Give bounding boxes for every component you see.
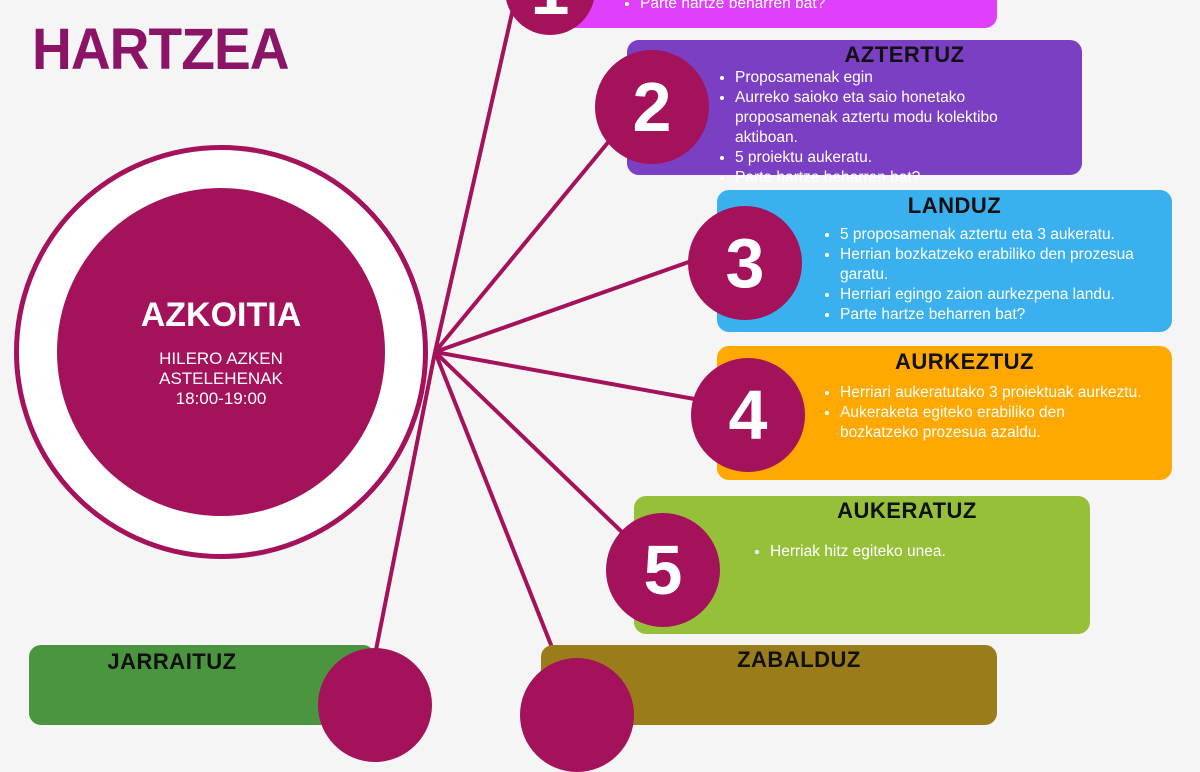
connector-line-4 [434,350,701,402]
step-title-4: AURKEZTUZ [895,349,1034,374]
step-number-jarraituz [318,648,432,762]
step-card-1: Parte hartze beharren bat? [522,0,997,28]
step-card-2: AZTERTUZ Proposamenak egin Aurreko saiok… [627,40,1082,186]
connector-line-5 [433,350,627,537]
step-number-5: 5 [606,513,720,627]
step-number-zabalduz [520,658,634,772]
step-number-1: 1 [505,0,595,35]
step-card-5: AUKERATUZ Herriak hitz egiteko unea. [634,496,1090,634]
step-title-zabalduz: ZABALDUZ [737,647,861,672]
connector-lines [373,0,701,656]
step-title-3: LANDUZ [907,193,1002,218]
connector-line-7 [373,351,437,656]
center-name: AZKOITIA [140,296,302,334]
connector-line-1 [433,0,517,353]
connector-line-3 [434,256,701,354]
step-title-2: AZTERTUZ [844,42,965,67]
connector-line-6 [433,351,557,656]
step-number-4: 4 [691,358,805,472]
center-schedule: HILERO AZKEN ASTELEHENAK 18:00-19:00 [159,349,283,408]
step-title-5: AUKERATUZ [837,498,977,523]
step-number-3: 3 [688,206,802,320]
page-title: HARTZEA [32,17,290,82]
step-title-jarraituz: JARRAITUZ [107,649,237,674]
step-number-2: 2 [595,50,709,164]
center-circle: AZKOITIA HILERO AZKEN ASTELEHENAK 18:00-… [57,188,385,516]
connector-line-2 [433,138,612,354]
